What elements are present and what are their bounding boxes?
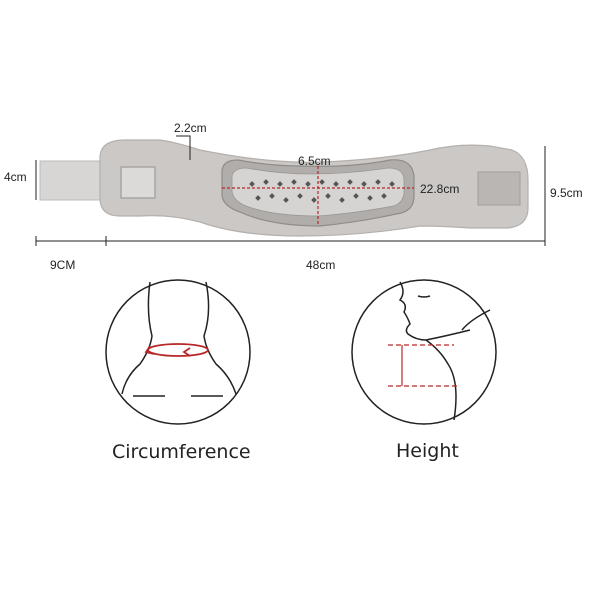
circumference-circle [105, 279, 251, 425]
strap-width-label: 2.2cm [174, 121, 207, 135]
strap-length-label: 9CM [50, 258, 76, 272]
velcro-patch-left [120, 166, 156, 199]
circumference-arrow [144, 343, 209, 357]
height-caption: Height [396, 440, 459, 462]
strap-width-leader [176, 135, 191, 160]
circumference-caption: Circumference [112, 441, 251, 463]
pad-height-label: 6.5cm [298, 154, 331, 168]
height-marker [388, 344, 458, 387]
velcro-patch-right [477, 171, 521, 206]
pad-holes [249, 179, 395, 203]
total-height-label: 9.5cm [550, 186, 583, 200]
height-circle [351, 279, 497, 425]
body-length-label: 48cm [306, 258, 336, 272]
head-profile-figure [398, 281, 491, 421]
pad-length-label: 22.8cm [420, 182, 460, 196]
end-height-label: 4cm [4, 170, 27, 184]
